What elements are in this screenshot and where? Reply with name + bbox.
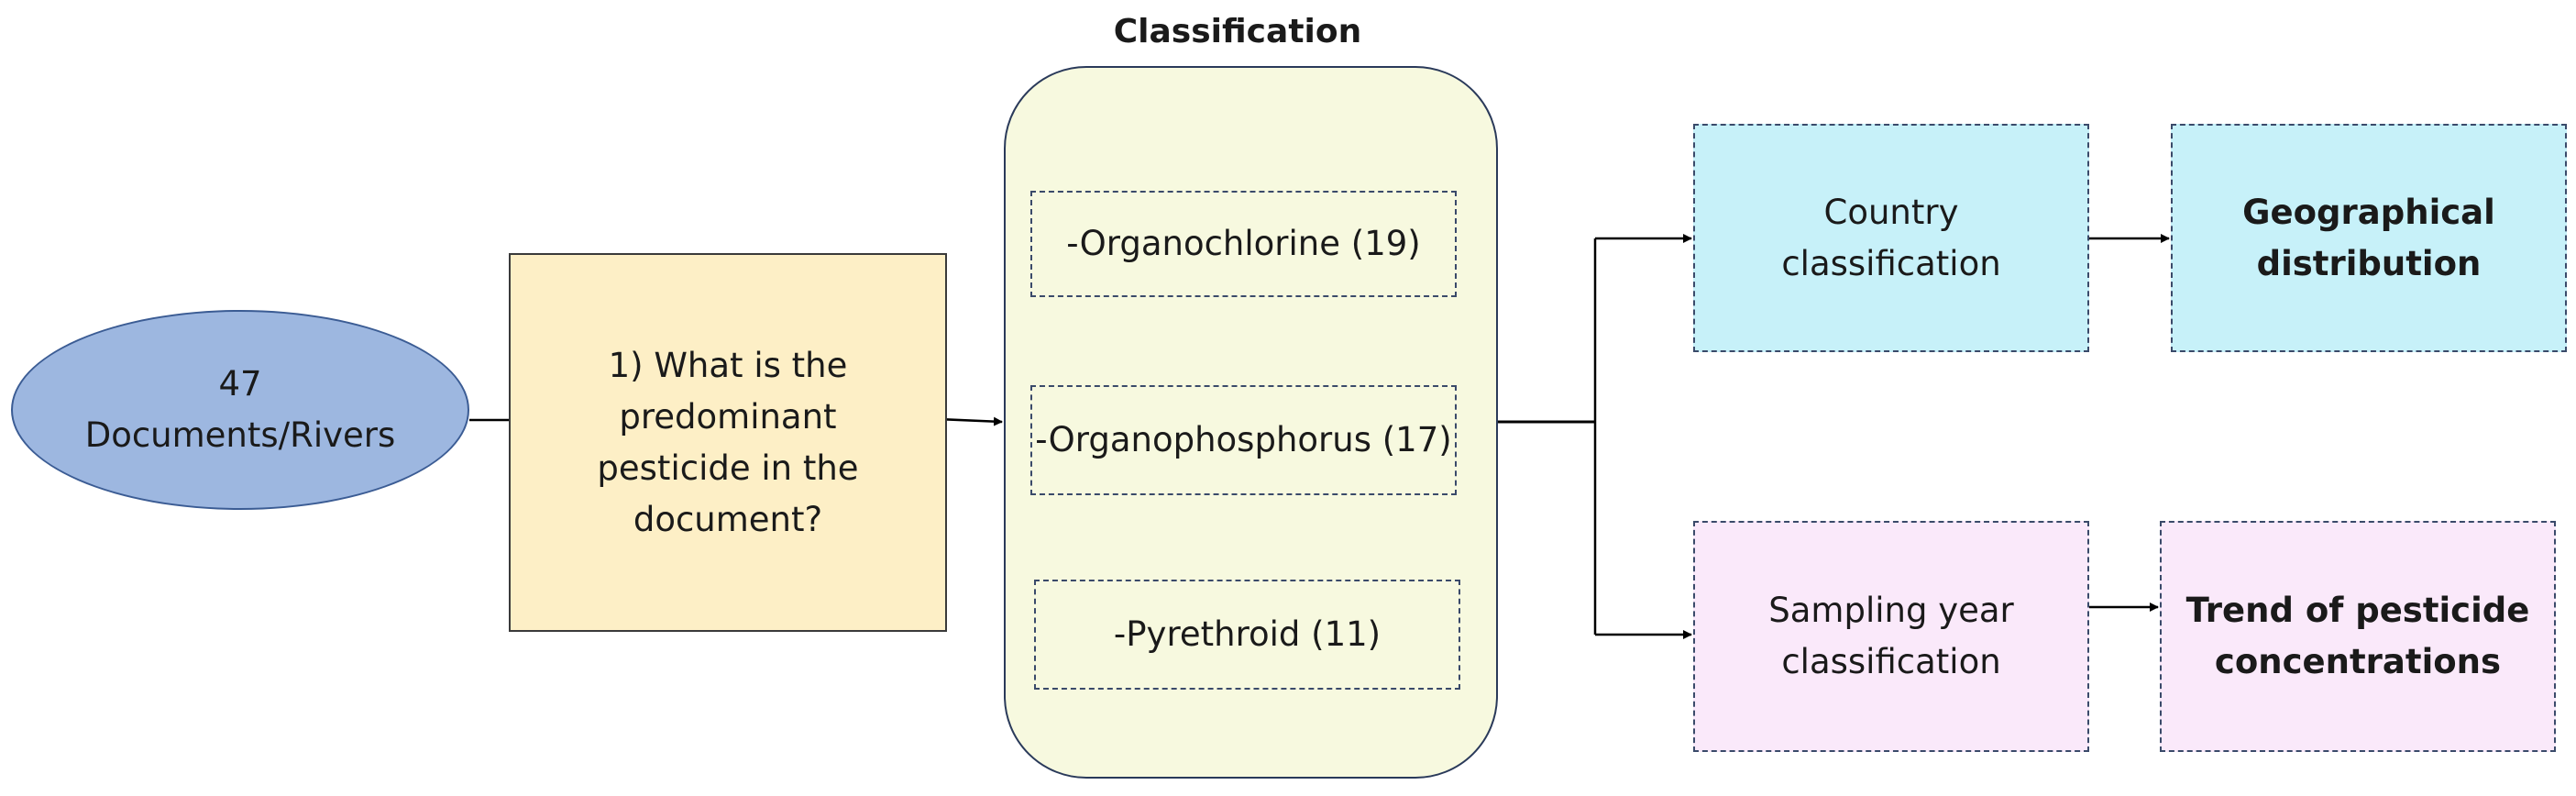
documents-rivers-label: 47 Documents/Rivers bbox=[84, 364, 396, 455]
geographical-distribution-node: Geographical distribution bbox=[2171, 124, 2567, 352]
sampling-year-classification-label: Sampling year classification bbox=[1768, 591, 2014, 681]
documents-rivers-node: 47 Documents/Rivers bbox=[11, 310, 469, 510]
trend-of-pesticide-concentrations-label: Trend of pesticide concentrations bbox=[2185, 591, 2530, 681]
trend-of-pesticide-concentrations-node: Trend of pesticide concentrations bbox=[2160, 521, 2556, 752]
classification-item-organophosphorus: -Organophosphorus (17) bbox=[1030, 385, 1457, 495]
classification-title: Classification bbox=[1113, 12, 1362, 50]
sampling-year-classification-node: Sampling year classification bbox=[1693, 521, 2089, 752]
predominant-pesticide-question-node: 1) What is the predominant pesticide in … bbox=[509, 253, 947, 632]
classification-item-pyrethroid: -Pyrethroid (11) bbox=[1034, 580, 1460, 690]
country-classification-label: Country classification bbox=[1781, 192, 2001, 283]
classification-item-label: -Pyrethroid (11) bbox=[1113, 614, 1382, 654]
classification-item-label: -Organochlorine (19) bbox=[1066, 224, 1421, 263]
question-label: 1) What is the predominant pesticide in … bbox=[597, 345, 859, 539]
country-classification-node: Country classification bbox=[1693, 124, 2089, 352]
geographical-distribution-label: Geographical distribution bbox=[2242, 192, 2495, 283]
classification-item-label: -Organophosphorus (17) bbox=[1035, 420, 1452, 459]
classification-item-organochlorine: -Organochlorine (19) bbox=[1030, 191, 1457, 297]
